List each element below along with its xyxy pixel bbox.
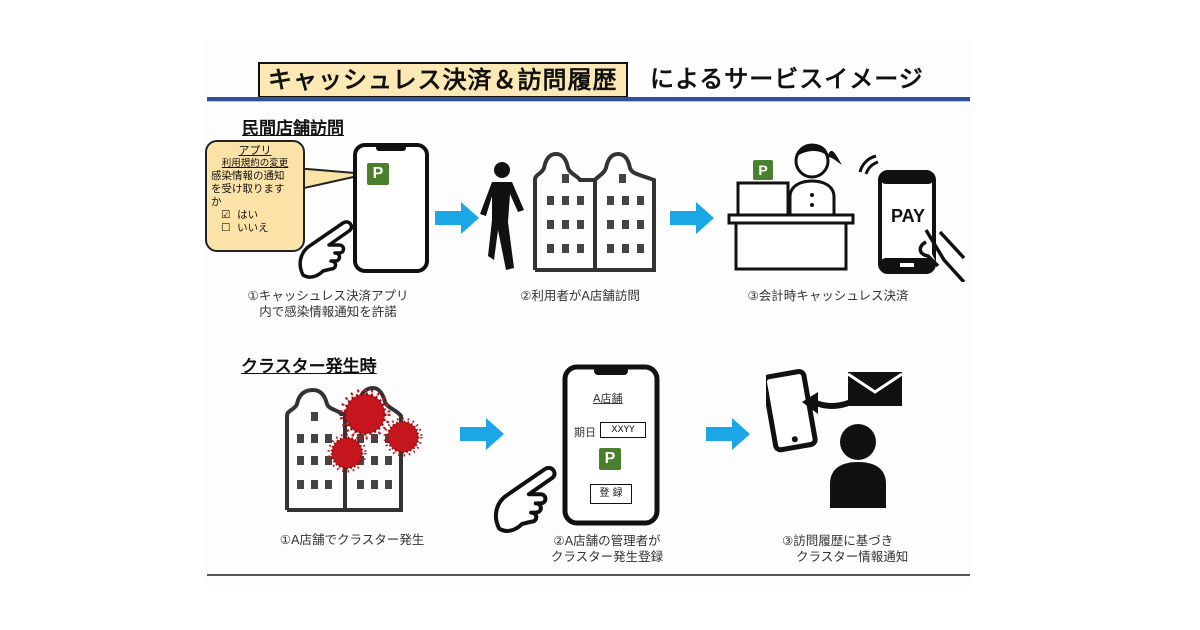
cashier-counter-icon (727, 143, 855, 271)
wireless-signal-icon (858, 154, 879, 175)
arrow-right-icon (706, 418, 750, 450)
bottom-rule (207, 574, 970, 576)
admin-smartphone-icon (562, 364, 660, 526)
step-caption: ③会計時キャッシュレス決済 (738, 288, 918, 304)
notification-illustration (766, 369, 903, 508)
store-building-icon (533, 152, 656, 272)
step-caption: ①A店舗でクラスター発生 (262, 532, 442, 548)
date-label: 期日 (574, 426, 596, 439)
bubble-question-line: か (211, 196, 222, 208)
bubble-title: アプリ (238, 144, 272, 157)
caption-line: ①キャッシュレス決済アプリ (247, 288, 409, 303)
step-caption: ②利用者がA店舗訪問 (490, 288, 670, 304)
bubble-subtitle: 利用規約の変更 (221, 158, 289, 169)
title-highlight: キャッシュレス決済＆訪問履歴 (258, 62, 628, 98)
checkbox-checked-icon: ☑ (221, 209, 231, 221)
step-caption: ③訪問履歴に基づき クラスター情報通知 (782, 533, 932, 565)
curved-arrow-icon (802, 392, 818, 414)
caption-line: ①A店舗でクラスター発生 (279, 532, 425, 547)
virus-icon (383, 417, 423, 457)
person-head-icon (840, 424, 876, 460)
arrow-right-icon (670, 202, 714, 234)
payment-app-badge: P (367, 163, 389, 185)
caption-line: ③訪問履歴に基づき (782, 533, 894, 548)
pointing-hand-icon (494, 466, 557, 533)
pay-smartphone-icon (878, 170, 966, 282)
step-caption: ①キャッシュレス決済アプリ 内で感染情報通知を許諾 (228, 288, 428, 320)
virus-icon (339, 388, 391, 440)
caption-line: ②A店舗の管理者が (553, 533, 661, 548)
title-rule (207, 97, 970, 102)
section-heading-store-visit: 民間店舗訪問 (242, 119, 344, 139)
checkbox-unchecked-icon: ☐ (221, 222, 231, 234)
payment-app-badge: P (599, 448, 621, 470)
arrow-right-icon (435, 202, 479, 234)
title-rest: によるサービスイメージ (650, 65, 924, 93)
arrow-right-icon (460, 418, 504, 450)
bubble-question-line: を受け取ります (211, 183, 285, 195)
payment-app-badge: P (753, 160, 773, 180)
option-yes-label: はい (237, 209, 259, 221)
caption-line: クラスター情報通知 (796, 549, 909, 564)
tilted-phone-icon (766, 369, 818, 453)
date-input[interactable]: XXYY (600, 422, 646, 438)
caption-line: ②利用者がA店舗訪問 (520, 288, 640, 303)
person-body-icon (830, 462, 886, 508)
walking-person-icon (480, 162, 524, 270)
caption-line: 内で感染情報通知を許諾 (259, 304, 397, 319)
register-button[interactable]: 登 録 (590, 484, 632, 504)
caption-line: クラスター発生登録 (550, 549, 664, 564)
caption-line: ③会計時キャッシュレス決済 (747, 288, 909, 303)
store-name-label: A店舗 (593, 392, 623, 405)
virus-icon (327, 433, 367, 473)
pay-label: PAY (890, 206, 926, 226)
option-yes[interactable]: ☑ はい (211, 209, 299, 222)
option-no[interactable]: ☐ いいえ (211, 222, 299, 235)
section-heading-cluster: クラスター発生時 (241, 357, 377, 377)
pointing-hand-icon (298, 220, 354, 279)
step-caption: ②A店舗の管理者が クラスター発生登録 (532, 533, 682, 565)
option-no-label: いいえ (237, 222, 269, 234)
bubble-question-line: 感染情報の通知 (211, 170, 285, 182)
terms-bubble: アプリ 利用規約の変更 感染情報の通知 を受け取ります か ☑ はい ☐ いいえ (205, 140, 305, 252)
